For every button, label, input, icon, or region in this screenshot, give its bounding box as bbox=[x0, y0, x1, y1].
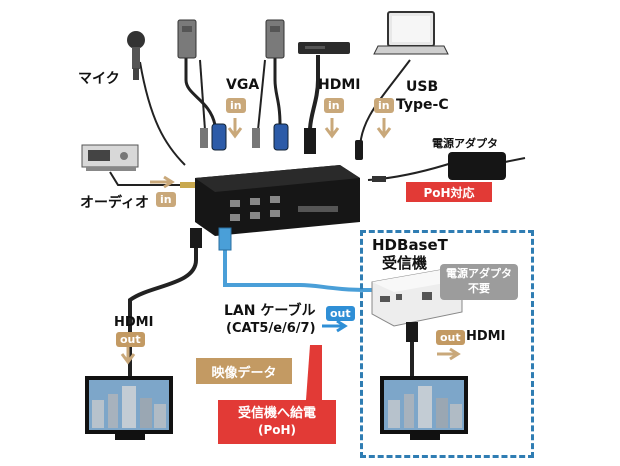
hdbaset-label-1: HDBaseT bbox=[372, 236, 448, 254]
left-monitor-icon bbox=[85, 376, 173, 440]
hdmi-out-left-badge: out bbox=[116, 332, 145, 347]
hdmi-in-cable bbox=[308, 55, 320, 131]
usb-label: USB bbox=[406, 79, 439, 95]
poh-text: (PoH) bbox=[257, 422, 297, 437]
usb-in-badge: in bbox=[374, 98, 394, 113]
vga-pc-right-icon bbox=[265, 19, 285, 59]
power-cable-out bbox=[504, 157, 526, 163]
power-adapter-label: 電源アダプタ bbox=[432, 137, 498, 150]
mic-label: マイク bbox=[78, 71, 120, 87]
vga-in-badge: in bbox=[226, 98, 246, 113]
power-adapter-icon bbox=[372, 152, 506, 182]
usbc-connector-icon bbox=[355, 140, 363, 160]
hdmi-in-badge: in bbox=[324, 98, 344, 113]
vga-pc-left-icon bbox=[177, 19, 197, 59]
hdmi-rx-connector-icon bbox=[406, 322, 418, 342]
aux-connector-icon bbox=[200, 128, 208, 148]
hdmi-out-connector-icon bbox=[190, 228, 202, 248]
vga-connector-right-icon bbox=[273, 123, 289, 151]
vga-cable-left bbox=[184, 55, 217, 126]
arrow-hdmi-in-icon bbox=[324, 118, 340, 139]
mic-cable bbox=[139, 61, 186, 166]
receiver-dashed-box bbox=[360, 230, 534, 458]
vga-connector-left-icon bbox=[211, 123, 227, 151]
audio-in-badge: in bbox=[156, 192, 176, 207]
type-c-label: Type-C bbox=[396, 97, 449, 113]
vga-cable-right bbox=[273, 55, 282, 126]
arrow-hdmi-out-icon bbox=[120, 345, 136, 365]
lan-label-2: (CAT5/e/6/7) bbox=[226, 321, 316, 336]
hdmi-out-cable bbox=[128, 230, 198, 378]
lan-label-1: LAN ケーブル bbox=[224, 303, 316, 319]
laptop-icon bbox=[373, 11, 449, 55]
rx-power-line1: 電源アダプタ bbox=[446, 267, 512, 280]
rx-power-badge: 電源アダプタ 不要 bbox=[440, 264, 518, 300]
aux-connector-icon-2 bbox=[252, 128, 260, 148]
lan-out-badge: out bbox=[326, 306, 355, 321]
vga-label: VGA bbox=[226, 77, 260, 93]
arrow-vga-icon bbox=[227, 118, 243, 139]
power-to-receiver-text: 受信機へ給電 bbox=[237, 406, 316, 422]
vga-cable-mid1 bbox=[199, 59, 206, 131]
hdmi-out-left-label: HDMI bbox=[114, 315, 154, 330]
audio-deck-icon bbox=[81, 144, 139, 171]
lan-connector-icon bbox=[218, 227, 232, 251]
hdmi-in-label: HDMI bbox=[318, 77, 361, 93]
hdmi-out-right-label: HDMI bbox=[466, 329, 506, 344]
vga-cable-mid2 bbox=[257, 59, 266, 131]
arrow-usb-icon bbox=[376, 118, 392, 139]
hdbaset-receiver-icon bbox=[371, 269, 463, 327]
arrow-audio-icon bbox=[150, 175, 175, 189]
video-data-badge: 映像データ bbox=[196, 358, 292, 384]
switcher-device-icon bbox=[195, 165, 360, 236]
arrow-hdmi-rx-out-icon bbox=[437, 347, 461, 361]
hdbaset-label-2: 受信機 bbox=[382, 254, 428, 272]
microphone-icon bbox=[127, 31, 145, 80]
right-monitor-icon bbox=[380, 376, 468, 440]
arrow-lan-icon bbox=[322, 319, 348, 333]
audio-jack-icon bbox=[180, 182, 196, 188]
hdmi-in-connector-icon bbox=[304, 128, 316, 154]
power-to-receiver-badge: 受信機へ給電 (PoH) bbox=[218, 400, 336, 444]
poe-support-badge: PoH対応 bbox=[406, 182, 492, 202]
lan-cable bbox=[223, 232, 373, 292]
rx-power-line2: 不要 bbox=[468, 281, 490, 295]
hdmi-out-right-badge: out bbox=[436, 330, 465, 345]
audio-label: オーディオ bbox=[80, 195, 150, 211]
media-player-icon bbox=[298, 42, 350, 54]
